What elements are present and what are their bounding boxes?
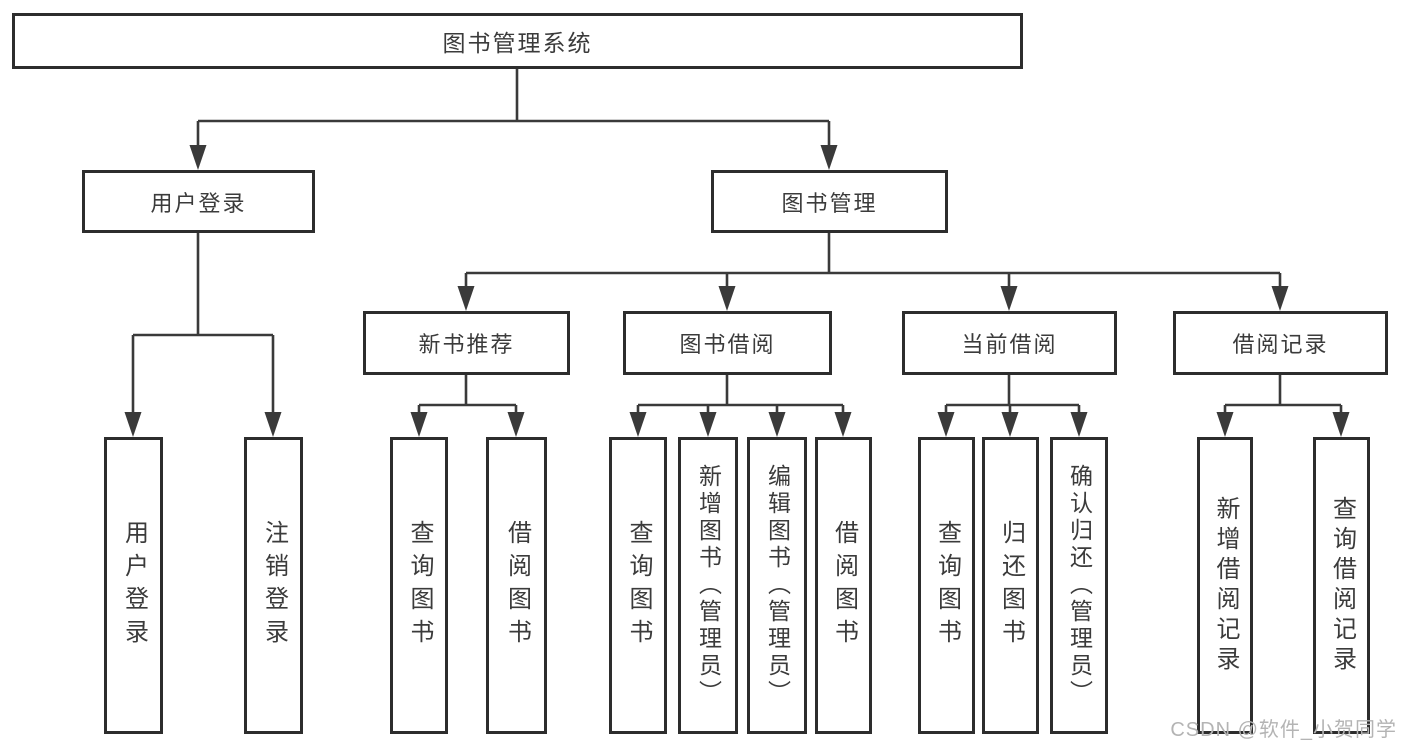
node-user-login: 用户登录: [82, 170, 315, 233]
leaf-query-borrow-record: 查询借阅记录: [1313, 437, 1370, 734]
leaf-label: 查询图书: [625, 519, 652, 652]
leaf-borrow-books-recommend: 借阅图书: [486, 437, 547, 734]
connector-bookmgmt-to-level3: [457, 233, 1289, 311]
leaf-query-books-recommend: 查询图书: [390, 437, 448, 734]
leaf-logout: 注销登录: [244, 437, 303, 734]
node-book-borrow: 图书借阅: [623, 311, 832, 375]
leaf-add-books-admin: 新增图书（管理员）: [678, 437, 738, 734]
leaf-label: 用户登录: [120, 519, 148, 652]
node-label: 图书管理系统: [442, 30, 593, 56]
node-label: 用户登录: [150, 190, 247, 216]
leaf-user-login: 用户登录: [104, 437, 163, 734]
leaf-label: 新增图书（管理员）: [695, 464, 722, 707]
connector-root-to-level2: [189, 69, 838, 170]
node-label: 借阅记录: [1232, 332, 1329, 357]
leaf-label: 编辑图书（管理员）: [764, 464, 791, 707]
leaf-confirm-return-admin: 确认归还（管理员）: [1050, 437, 1108, 734]
node-label: 新书推荐: [418, 332, 515, 357]
node-current-borrow: 当前借阅: [902, 311, 1117, 375]
leaf-query-books-current: 查询图书: [918, 437, 975, 734]
leaf-label: 借阅图书: [830, 519, 858, 652]
leaf-label: 归还图书: [997, 519, 1025, 652]
leaf-query-books-borrow: 查询图书: [609, 437, 667, 734]
node-borrow-records: 借阅记录: [1173, 311, 1388, 375]
leaf-label: 查询图书: [406, 519, 433, 652]
connector-bookborrow-to-leaves: [629, 375, 852, 437]
node-label: 图书借阅: [679, 332, 776, 357]
node-label: 图书管理: [781, 190, 878, 216]
leaf-label: 查询借阅记录: [1328, 495, 1356, 676]
connector-userlogin-to-leaves: [124, 233, 282, 437]
leaf-label: 确认归还（管理员）: [1066, 464, 1093, 707]
connector-currentborrow-to-leaves: [937, 375, 1088, 437]
leaf-label: 新增借阅记录: [1212, 495, 1239, 676]
node-label: 当前借阅: [961, 332, 1058, 357]
leaf-label: 查询图书: [933, 519, 961, 652]
connector-borrowrecords-to-leaves: [1216, 375, 1350, 437]
leaf-edit-books-admin: 编辑图书（管理员）: [747, 437, 807, 734]
leaf-add-borrow-record: 新增借阅记录: [1197, 437, 1253, 734]
leaf-return-books: 归还图书: [982, 437, 1039, 734]
csdn-watermark: CSDN @软件_小贺同学: [1170, 719, 1397, 741]
node-book-management: 图书管理: [711, 170, 948, 233]
leaf-label: 注销登录: [260, 519, 288, 652]
node-new-book-recommend: 新书推荐: [363, 311, 570, 375]
leaf-borrow-books: 借阅图书: [815, 437, 872, 734]
node-library-management-system: 图书管理系统: [12, 13, 1023, 69]
leaf-label: 借阅图书: [503, 519, 531, 652]
connector-newbook-to-leaves: [410, 375, 525, 437]
